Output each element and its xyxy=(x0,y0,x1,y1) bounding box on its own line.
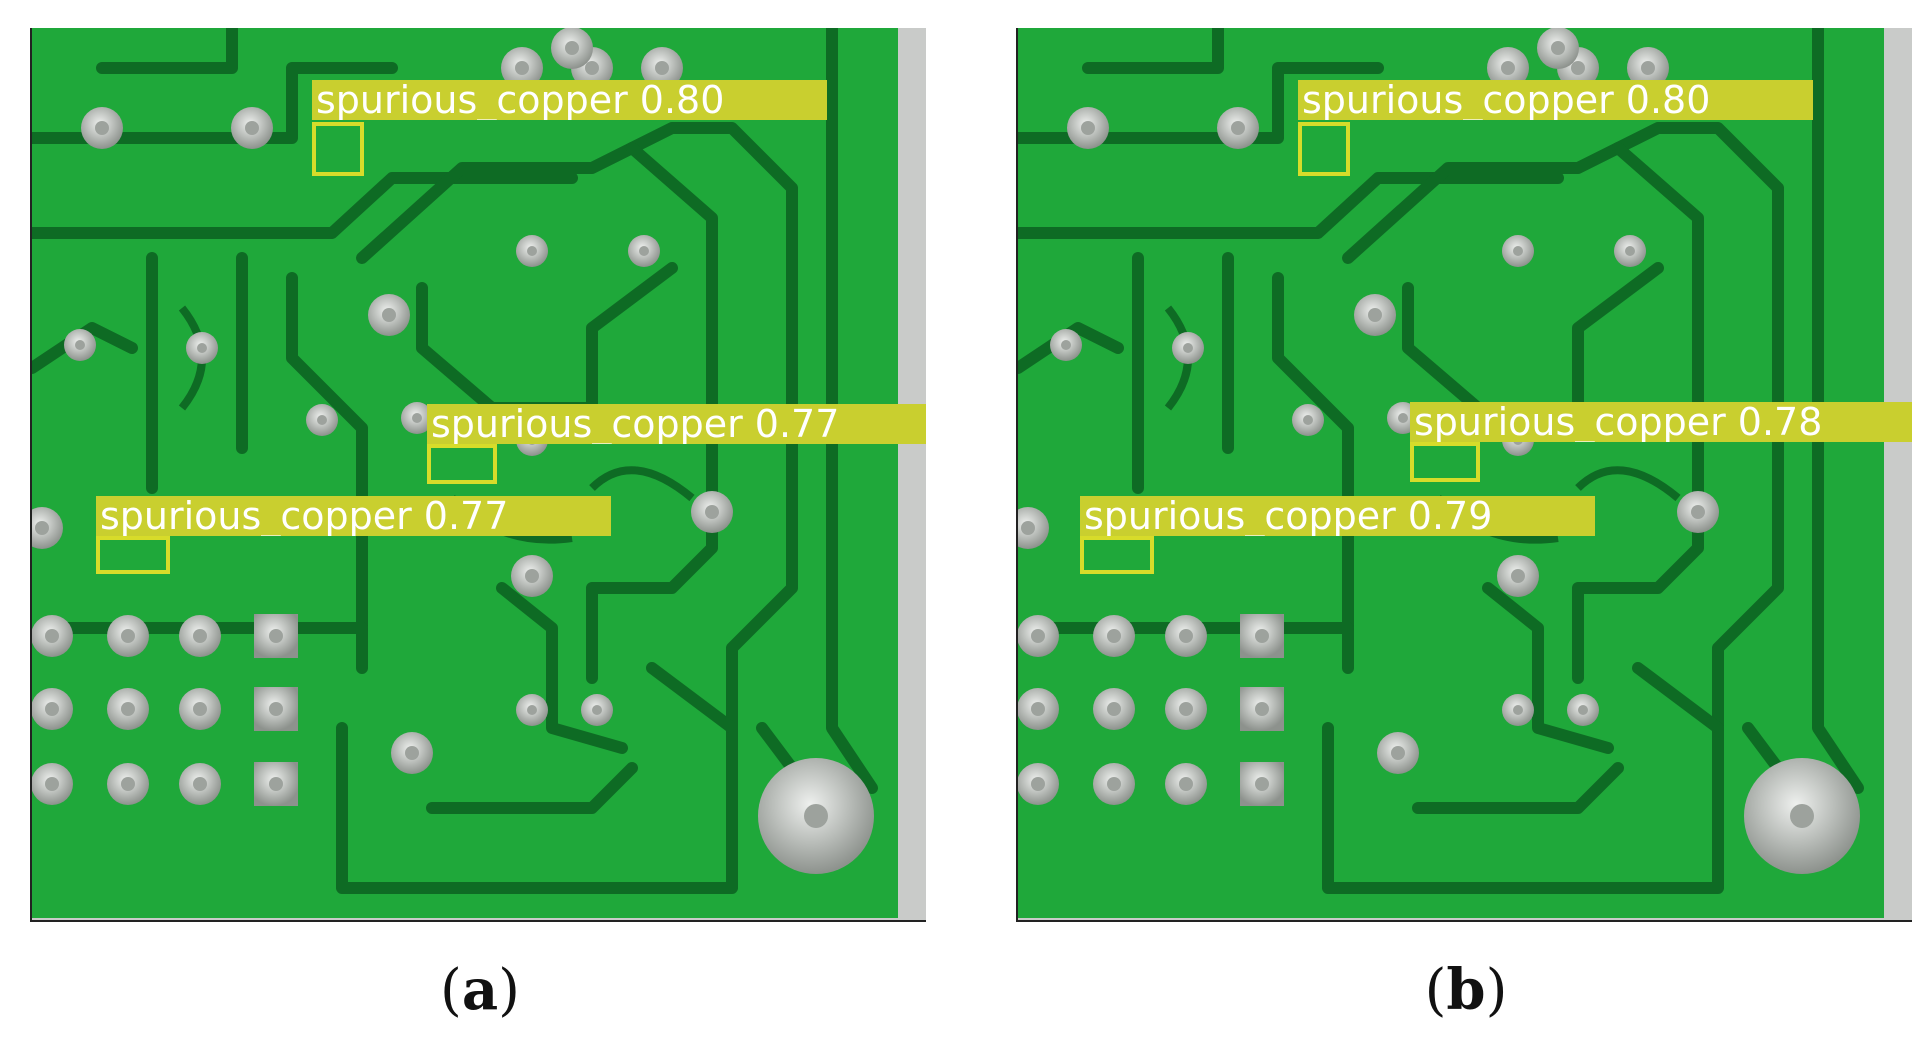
detection-box xyxy=(96,536,170,574)
detection-box xyxy=(1298,122,1350,176)
detection-box xyxy=(1080,536,1154,574)
detection-label: spurious_copper 0.78 xyxy=(1410,402,1912,442)
detection-label: spurious_copper 0.77 xyxy=(96,496,611,536)
caption-a: (a) xyxy=(439,957,520,1023)
caption-b: (b) xyxy=(1424,957,1508,1023)
detection-label: spurious_copper 0.77 xyxy=(427,404,926,444)
detection-label: spurious_copper 0.79 xyxy=(1080,496,1595,536)
detection-label: spurious_copper 0.80 xyxy=(1298,80,1813,120)
pcb-image-panel-b: spurious_copper 0.80 spurious_copper 0.7… xyxy=(1016,28,1912,922)
detection-box xyxy=(1410,442,1480,482)
detection-box xyxy=(427,444,497,484)
detection-label: spurious_copper 0.80 xyxy=(312,80,827,120)
detection-box xyxy=(312,122,364,176)
pcb-image-panel-a: spurious_copper 0.80 spurious_copper 0.7… xyxy=(30,28,926,922)
